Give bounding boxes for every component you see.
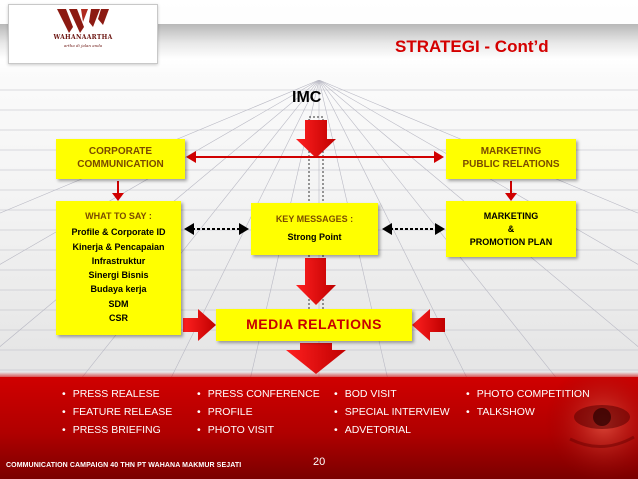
red-band-fade	[0, 372, 638, 380]
key-messages-title: KEY MESSAGES :	[275, 214, 354, 224]
activity-item: PROFILE	[197, 403, 320, 421]
logo-name: WAHANAARTHA	[53, 34, 113, 41]
activities-column-1: PRESS REALESE FEATURE RELEASE PRESS BRIE…	[62, 385, 173, 439]
what-item: Profile & Corporate ID	[71, 227, 166, 238]
corporate-line-1: CORPORATE	[88, 146, 153, 157]
imc-down-arrow	[296, 120, 336, 158]
footer-text: COMMUNICATION CAMPAIGN 40 THN PT WAHANA …	[6, 462, 242, 469]
corporate-communication-box: CORPORATE COMMUNICATION	[56, 139, 185, 179]
activities-column-4: PHOTO COMPETITION TALKSHOW	[466, 385, 590, 421]
key-messages-box: KEY MESSAGES : Strong Point	[251, 203, 378, 255]
what-item: Budaya kerja	[90, 284, 147, 295]
logo-mark-icon	[57, 9, 109, 33]
mkt-line-3: PROMOTION PLAN	[469, 237, 553, 247]
mpr-line-2: PUBLIC RELATIONS	[462, 159, 560, 170]
activity-item: PHOTO VISIT	[197, 421, 320, 439]
key-mkt-head-right	[435, 223, 445, 235]
logo-tagline: artha di jalan anda	[63, 43, 103, 48]
marketing-promotion-plan-box: MARKETING & PROMOTION PLAN	[446, 201, 576, 257]
imc-label: IMC	[292, 89, 322, 106]
slide-title: STRATEGI - Cont’d	[395, 37, 549, 56]
activity-item: ADVETORIAL	[334, 421, 450, 439]
what-item: Kinerja & Pencapaian	[72, 241, 165, 252]
what-item: Infrastruktur	[91, 255, 146, 266]
key-mkt-head-left	[382, 223, 392, 235]
mpr-down-head	[505, 193, 517, 201]
media-relations-box: MEDIA RELATIONS	[216, 309, 412, 341]
marketing-public-relations-box: MARKETING PUBLIC RELATIONS	[446, 139, 576, 179]
activity-item: TALKSHOW	[466, 403, 590, 421]
media-down-arrow	[286, 343, 346, 374]
activities-column-3: BOD VISIT SPECIAL INTERVIEW ADVETORIAL	[334, 385, 450, 439]
corp-down-head	[112, 193, 124, 201]
activity-item: PRESS REALESE	[62, 385, 172, 403]
key-media-arrow	[296, 258, 336, 305]
activity-item: SPECIAL INTERVIEW	[334, 403, 450, 421]
corp-arrowhead	[186, 151, 196, 163]
what-item: Sinergi Bisnis	[88, 270, 149, 281]
what-to-say-title: WHAT TO SAY :	[85, 211, 152, 221]
what-key-head-left	[184, 223, 194, 235]
mpr-arrowhead	[434, 151, 444, 163]
mkt-media-arrow	[412, 309, 445, 341]
what-key-head-right	[239, 223, 249, 235]
activity-item: PRESS BRIEFING	[62, 421, 172, 439]
corporate-line-2: COMMUNICATION	[77, 159, 164, 170]
company-logo: WAHANAARTHA artha di jalan anda	[8, 4, 158, 64]
activities-column-2: PRESS CONFERENCE PROFILE PHOTO VISIT	[197, 385, 320, 439]
what-to-say-box: WHAT TO SAY : Profile & Corporate ID Kin…	[56, 201, 181, 335]
mkt-line-1: MARKETING	[483, 211, 539, 221]
page-number: 20	[313, 456, 326, 468]
key-messages-value: Strong Point	[287, 232, 342, 242]
what-item: CSR	[108, 313, 128, 324]
activity-item: FEATURE RELEASE	[62, 403, 173, 421]
what-media-arrow	[183, 309, 216, 341]
activity-item: PHOTO COMPETITION	[466, 385, 590, 403]
activity-item: PRESS CONFERENCE	[197, 385, 320, 403]
activity-item: BOD VISIT	[334, 385, 450, 403]
mkt-line-2: &	[507, 224, 515, 234]
what-item: SDM	[108, 298, 129, 309]
mpr-line-1: MARKETING	[480, 146, 542, 157]
